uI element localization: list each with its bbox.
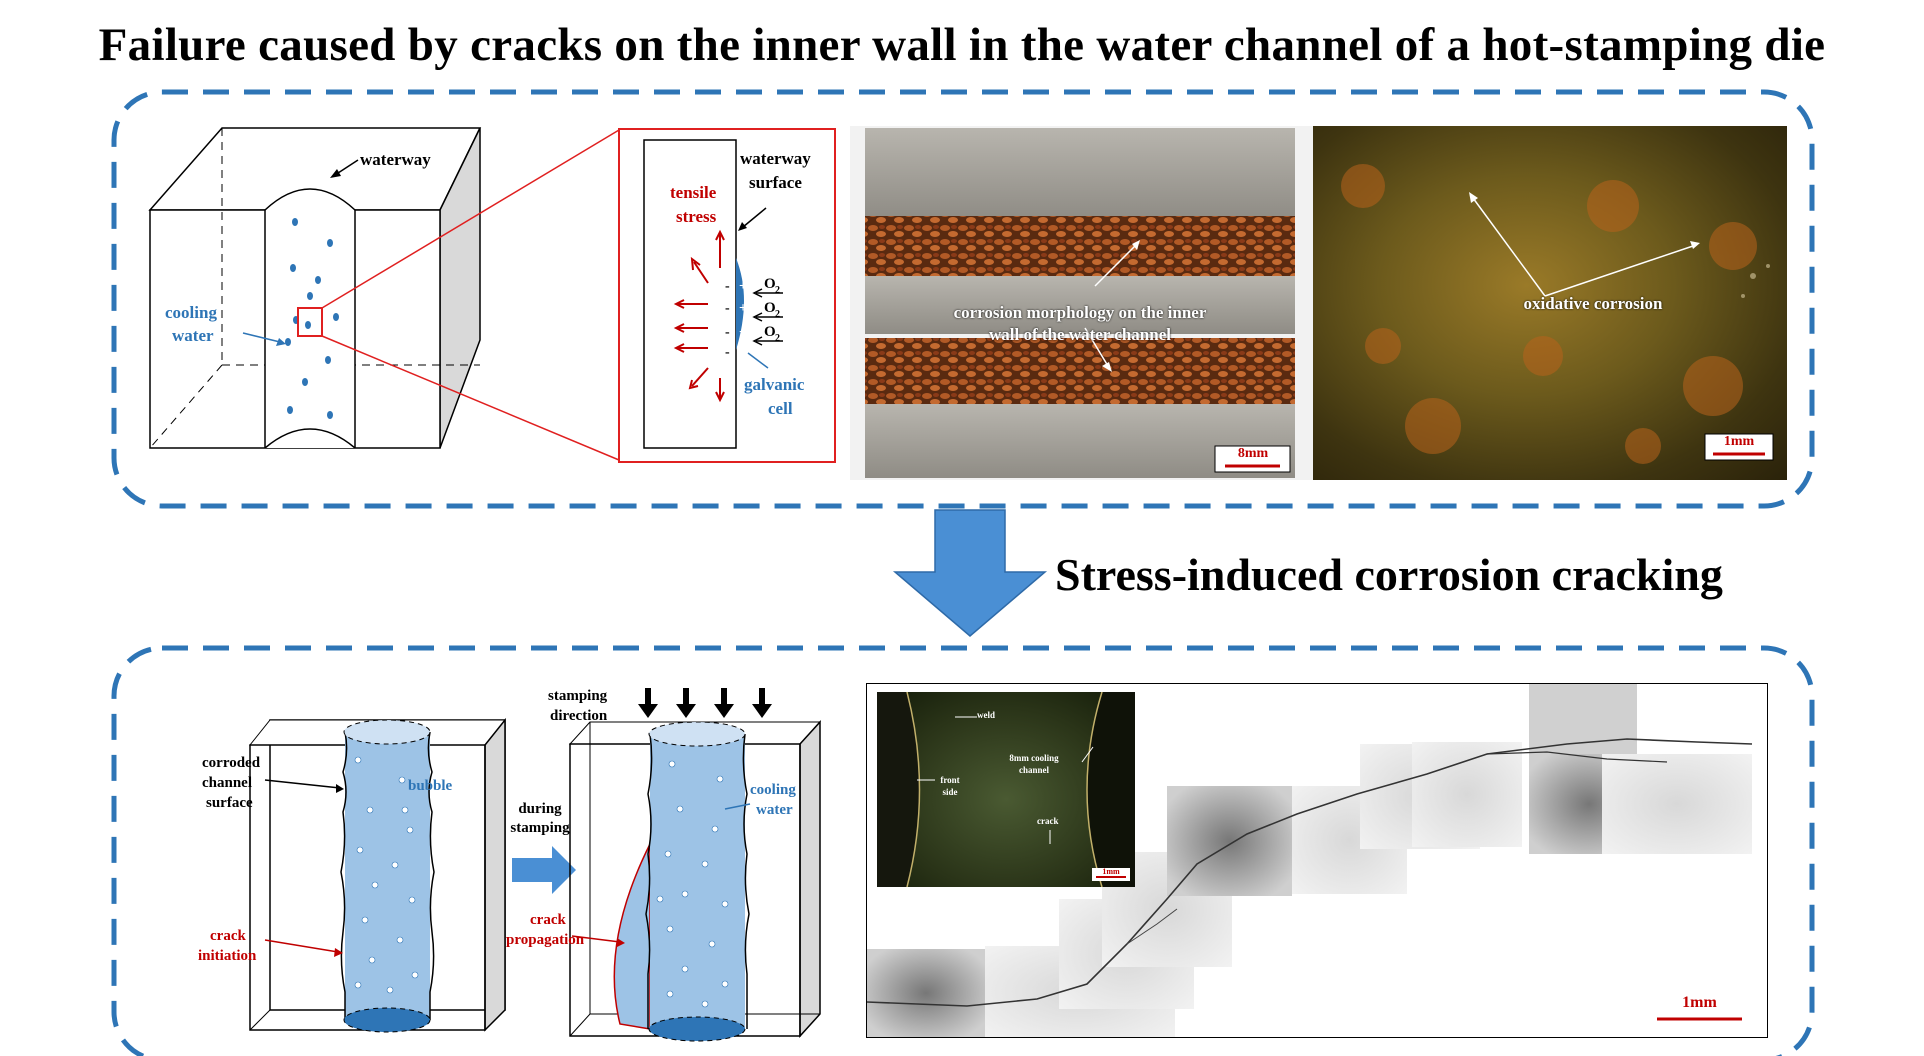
svg-text:+: + xyxy=(739,279,747,294)
inset-front-side: front side xyxy=(940,775,960,797)
top-dashed-frame xyxy=(111,89,1815,509)
right-arrow-icon xyxy=(512,846,576,894)
svg-text:+: + xyxy=(739,325,747,340)
crack-initiation-2: initiation xyxy=(198,948,257,964)
o2-label-3: O xyxy=(764,324,776,340)
crack-initiation-1: crack xyxy=(210,928,246,944)
inset-scale: 1mm xyxy=(1102,867,1120,876)
oxidative-label: oxidative corrosion xyxy=(1523,294,1663,313)
bottom-dashed-frame xyxy=(111,645,1815,1056)
scale-8mm: 8mm xyxy=(1237,446,1269,461)
crack-micrograph-mosaic: 1mm weld 8mm cooling channel front side … xyxy=(866,683,1768,1038)
stamping-dir-2: direction xyxy=(550,708,608,724)
tensile-label-2: stress xyxy=(676,207,717,226)
crack-propagation-diagram: stamping direction cooling water crack p… xyxy=(506,688,822,1042)
cooling-water-b2: water xyxy=(756,802,793,818)
scale-1mm-bottom: 1mm xyxy=(1682,994,1717,1011)
waterway-surface-1: waterway xyxy=(740,149,811,168)
svg-text:+: + xyxy=(739,345,747,360)
corroded-label-3: surface xyxy=(206,795,253,811)
tensile-label-1: tensile xyxy=(670,183,717,202)
inset-channel: 8mm cooling channel xyxy=(1009,753,1059,775)
inset-crack: crack xyxy=(1037,816,1059,826)
corroded-label-1: corroded xyxy=(202,755,261,771)
corrosion-annotation: corrosion morphology on the inner wall o… xyxy=(953,303,1207,344)
inset-weld: weld xyxy=(977,710,995,720)
svg-text:2: 2 xyxy=(775,285,780,296)
svg-text:-: - xyxy=(725,325,730,340)
down-arrow-icon xyxy=(892,509,1048,637)
corroded-label-2: channel xyxy=(202,775,252,791)
galvanic-label-1: galvanic xyxy=(744,375,805,394)
inset-micrograph: weld 8mm cooling channel front side crac… xyxy=(877,692,1135,887)
svg-text:2: 2 xyxy=(775,333,780,344)
stamping-dir-1: stamping xyxy=(548,688,608,704)
channel-photo: corrosion morphology on the inner wall o… xyxy=(850,126,1313,480)
svg-text:-: - xyxy=(725,345,730,360)
svg-text:-: - xyxy=(725,301,730,316)
galvanic-cell-zoom: waterway surface tensile stress - - - - + + +… xyxy=(618,128,836,463)
o2-label-2: O xyxy=(764,300,776,316)
cooling-label-2: water xyxy=(172,326,214,345)
galvanic-label-2: cell xyxy=(768,399,793,418)
during-stamping-label: during stamping xyxy=(510,801,570,836)
waterway-block-diagram: waterway cooling water xyxy=(148,127,482,449)
crack-prop-1: crack xyxy=(530,912,566,928)
waterway-label: waterway xyxy=(360,150,431,169)
waterway-surface-2: surface xyxy=(749,173,802,192)
stamping-arrows-icon xyxy=(638,688,772,718)
crack-prop-2: propagation xyxy=(506,932,585,948)
subtitle: Stress-induced corrosion cracking xyxy=(1055,549,1723,600)
oxidation-micrograph: oxidative corrosion 1mm xyxy=(1313,126,1787,480)
svg-text:+: + xyxy=(739,301,747,316)
svg-text:-: - xyxy=(725,279,730,294)
bubble-label: bubble xyxy=(408,778,453,794)
o2-label-1: O xyxy=(764,276,776,292)
corroded-channel-diagram: bubble corroded channel surface crack in… xyxy=(198,717,507,1033)
svg-text:2: 2 xyxy=(775,309,780,320)
figure-title: Failure caused by cracks on the inner wa… xyxy=(98,19,1826,71)
cooling-water-b1: cooling xyxy=(750,782,796,798)
scale-1mm-top: 1mm xyxy=(1723,434,1755,449)
cooling-label-1: cooling xyxy=(165,303,217,322)
